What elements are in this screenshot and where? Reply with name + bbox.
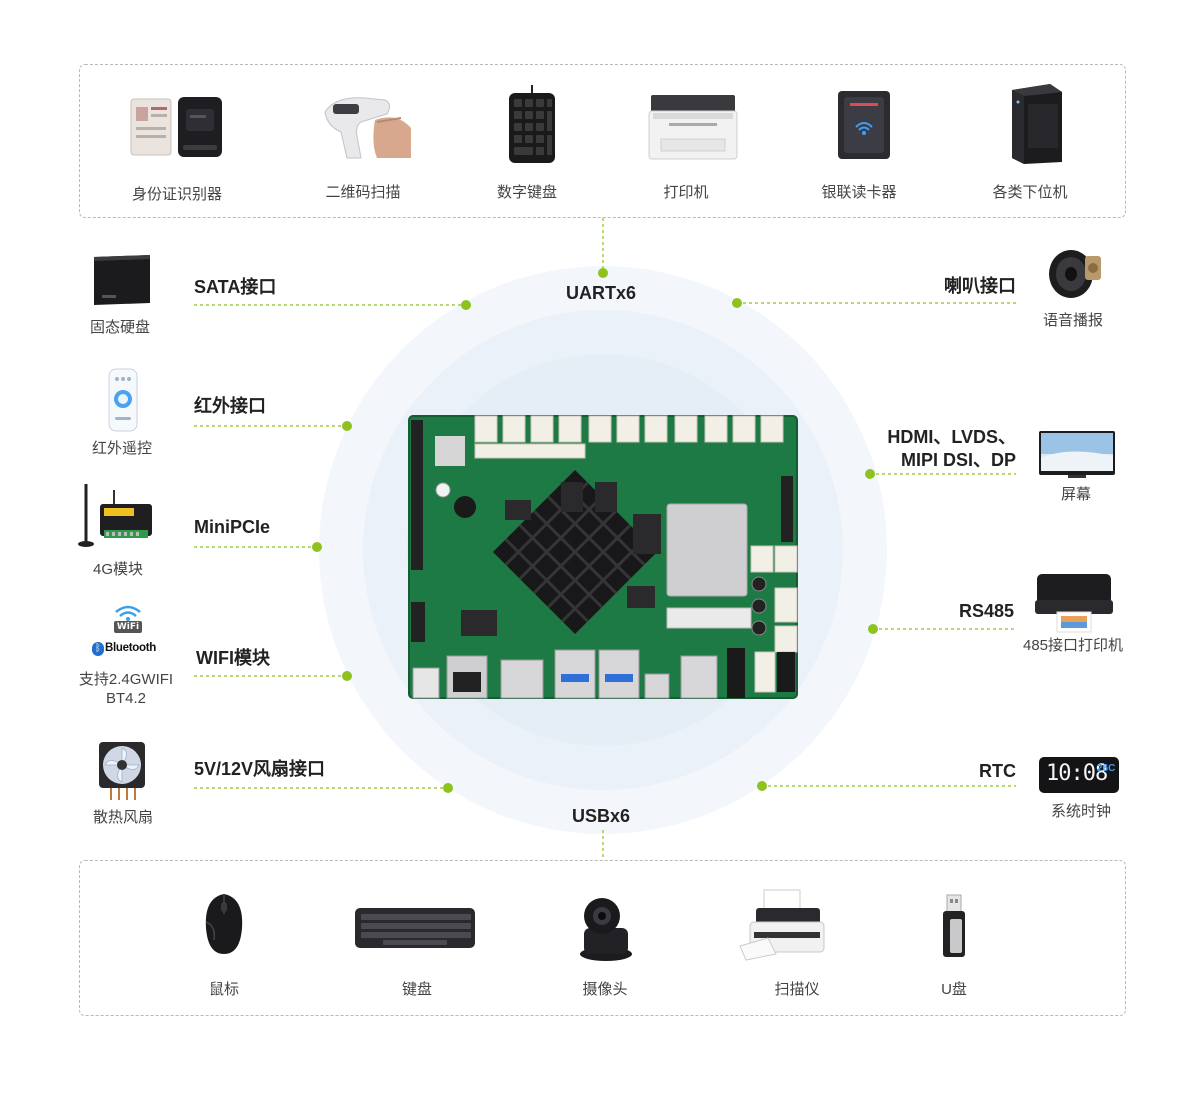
clock-label: 系统时钟 bbox=[1050, 803, 1112, 820]
usb-devices-panel bbox=[79, 860, 1126, 1016]
bluetooth-text: Bluetooth bbox=[105, 642, 156, 654]
numeric-keypad-icon bbox=[509, 85, 555, 163]
camera-icon bbox=[580, 898, 632, 961]
device-label: U盘 bbox=[941, 981, 967, 998]
clock-time: 10:08 bbox=[1046, 761, 1108, 786]
monitor-label: 屏幕 bbox=[1060, 486, 1092, 503]
ssd-icon bbox=[94, 255, 150, 305]
4g-label: 4G模块 bbox=[92, 561, 144, 578]
uart-devices-panel bbox=[79, 64, 1126, 218]
device-label: 各类下位机 bbox=[992, 184, 1068, 201]
device-label: 二维码扫描 bbox=[325, 184, 401, 201]
ssd-label: 固态硬盘 bbox=[89, 319, 151, 336]
scanner-icon bbox=[739, 889, 825, 961]
wifi-text: WiFi bbox=[116, 622, 140, 632]
infrared-interface-label: 红外接口 bbox=[194, 396, 266, 416]
display-interface-line2: MIPI DSI、DP bbox=[900, 450, 1016, 470]
monitor-icon bbox=[1039, 431, 1115, 478]
keyboard-icon bbox=[355, 908, 475, 948]
rs485-printer-label: 485接口打印机 bbox=[1022, 637, 1124, 654]
minipcie-interface-label: MiniPCIe bbox=[194, 517, 271, 537]
uart-bus-label: UARTx6 bbox=[565, 283, 637, 303]
clock-icon: 10:08 26C bbox=[1039, 757, 1119, 793]
device-label: 身份证识别器 bbox=[131, 186, 223, 203]
remote-control-icon bbox=[108, 368, 138, 432]
device-label: 打印机 bbox=[663, 184, 709, 201]
mouse-icon bbox=[205, 894, 243, 954]
clock-temp: 26C bbox=[1097, 763, 1116, 774]
usb-drive-icon bbox=[943, 894, 965, 957]
speaker-icon bbox=[1049, 250, 1101, 298]
tower-pc-icon bbox=[1012, 84, 1062, 164]
wifi-icon bbox=[114, 605, 142, 633]
device-label: 数字键盘 bbox=[496, 184, 558, 201]
display-interface-label: HDMI、LVDS、 MIPI DSI、DP bbox=[887, 426, 1016, 472]
bluetooth-icon: ᛒ bbox=[92, 642, 104, 656]
wifi-bluetooth-icon: WiFi ᛒ Bluetooth bbox=[88, 602, 168, 662]
display-interface-line1: HDMI、LVDS、 bbox=[887, 427, 1016, 447]
sata-interface-label: SATA接口 bbox=[194, 277, 277, 297]
device-label: 银联读卡器 bbox=[821, 184, 897, 201]
fan-label: 散热风扇 bbox=[92, 809, 154, 826]
usb-bus-label: USBx6 bbox=[571, 806, 631, 826]
speaker-label: 语音播报 bbox=[1042, 312, 1104, 329]
speaker-interface-label: 喇叭接口 bbox=[944, 276, 1016, 296]
mainboard-image bbox=[408, 415, 798, 699]
printer-icon bbox=[648, 95, 738, 160]
4g-module-icon bbox=[78, 484, 152, 547]
inkjet-printer-icon bbox=[1035, 574, 1113, 633]
wifi-label-line2: BT4.2 bbox=[105, 690, 147, 707]
fan-interface-label: 5V/12V风扇接口 bbox=[194, 759, 326, 779]
id-card-reader-icon bbox=[130, 97, 222, 157]
device-label: 扫描仪 bbox=[774, 981, 820, 998]
wifi-label: 支持2.4GWIFI BT4.2 bbox=[79, 670, 173, 708]
wifi-interface-label: WIFI模块 bbox=[196, 648, 270, 668]
qr-scanner-icon bbox=[324, 97, 411, 159]
remote-label: 红外遥控 bbox=[91, 440, 153, 457]
rs485-interface-label: RS485 bbox=[958, 601, 1014, 621]
fan-icon bbox=[99, 742, 145, 800]
device-label: 键盘 bbox=[401, 981, 433, 998]
rtc-interface-label: RTC bbox=[979, 761, 1016, 781]
wifi-label-line1: 支持2.4GWIFI bbox=[78, 671, 174, 688]
card-reader-icon bbox=[838, 91, 890, 159]
device-label: 鼠标 bbox=[208, 981, 240, 998]
device-label: 摄像头 bbox=[582, 981, 628, 998]
